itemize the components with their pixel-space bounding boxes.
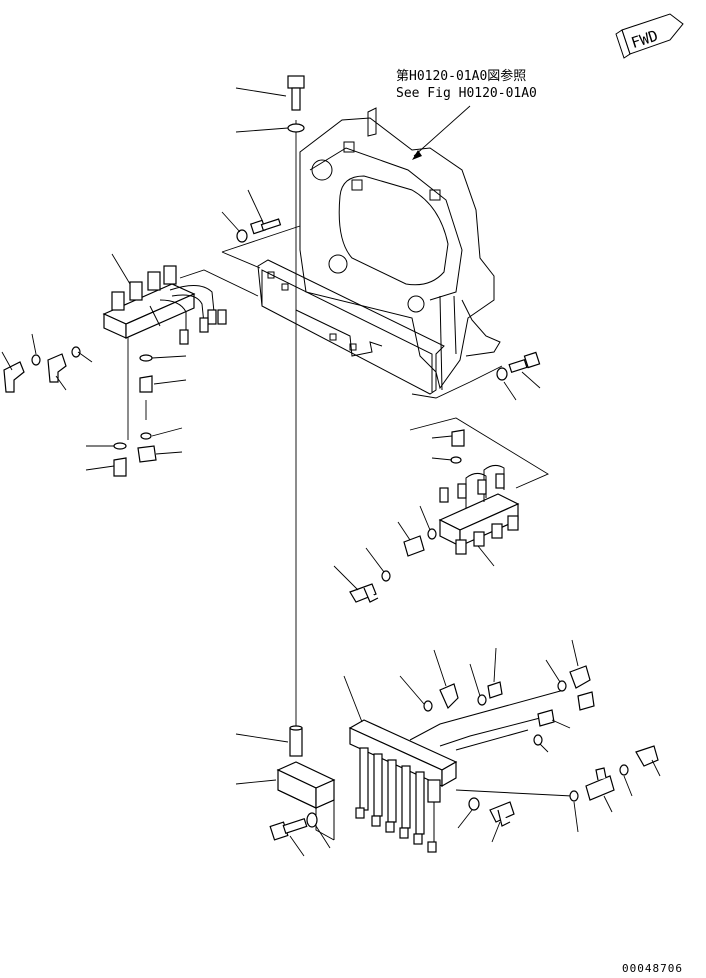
reference-leader [413,105,471,157]
right-bolt [496,351,541,381]
leader-fit-e [151,355,187,359]
leader-fit-u [545,659,561,683]
fittings-middle [349,429,465,603]
projection-lines [127,120,549,728]
leader-fit-f [153,379,187,385]
valve-block-upper-left [102,265,227,345]
leader-lower-bracket [235,779,277,785]
leader-fit-h [155,451,183,455]
leader-lower-bolt [289,835,305,857]
lower-bracket [276,761,336,841]
leader-fit-o [365,547,385,573]
reference-arrowhead [412,150,422,160]
leader-fit-n [419,505,431,531]
leader-fit-y [573,801,579,833]
leader-fit-v [571,639,579,667]
lower-bolt [269,812,318,841]
small-bolt [236,218,282,243]
fwd-label: FWD [629,27,660,52]
leader-fit-q [399,675,425,705]
reference-note-jp: 第H0120-01A0図参照 [396,68,526,84]
leader-fit-s [469,663,481,697]
leader-right-bolt [521,371,541,389]
leader-fit-p [333,565,359,591]
leader-fit-ac [457,809,473,829]
mounting-bracket [299,107,501,391]
reference-note-en: See Fig H0120-01A0 [396,86,537,101]
drawing-number: 00048706 [622,962,683,975]
leader-fit-m [397,521,411,541]
leader-fit-k [431,435,453,439]
long-bolt [287,75,305,133]
lower-manifold [348,689,573,853]
leader-fit-w [551,719,571,729]
spacer [289,725,303,757]
leader-lower-washer [315,825,331,849]
leader-fit-t [493,647,497,683]
leader-fit-ab [651,759,661,777]
valve-block-middle-right [438,464,520,555]
leader-small-bolt [247,189,263,221]
leader-fit-aa [623,775,633,797]
leader-fit-ad [491,821,501,843]
leader-fit-l [431,457,453,461]
leader-spacer [235,733,289,743]
leader-fit-d [77,351,93,363]
fittings-lower [423,665,659,827]
leader-fit-z [603,795,613,813]
leader-fit-r [433,649,447,687]
leader-fit-x [539,743,549,753]
cross-beam [257,259,445,395]
leader-long-bolt [235,87,287,97]
leader-fit-b [31,333,37,355]
fwd-arrow-icon: FWD [615,13,684,59]
leader-valve-upper-left [111,253,131,285]
fittings-upper-left [3,346,157,477]
leader-fit-c [55,375,67,391]
leader-small-washer [221,211,241,233]
leader-fit-g [151,427,183,437]
leader-fit-j [85,465,115,471]
leader-right-washer [503,381,517,401]
leader-washer-top [235,127,289,133]
leader-fit-a [1,351,13,371]
leader-manifold [343,675,363,723]
leader-valve-middle [477,545,495,567]
